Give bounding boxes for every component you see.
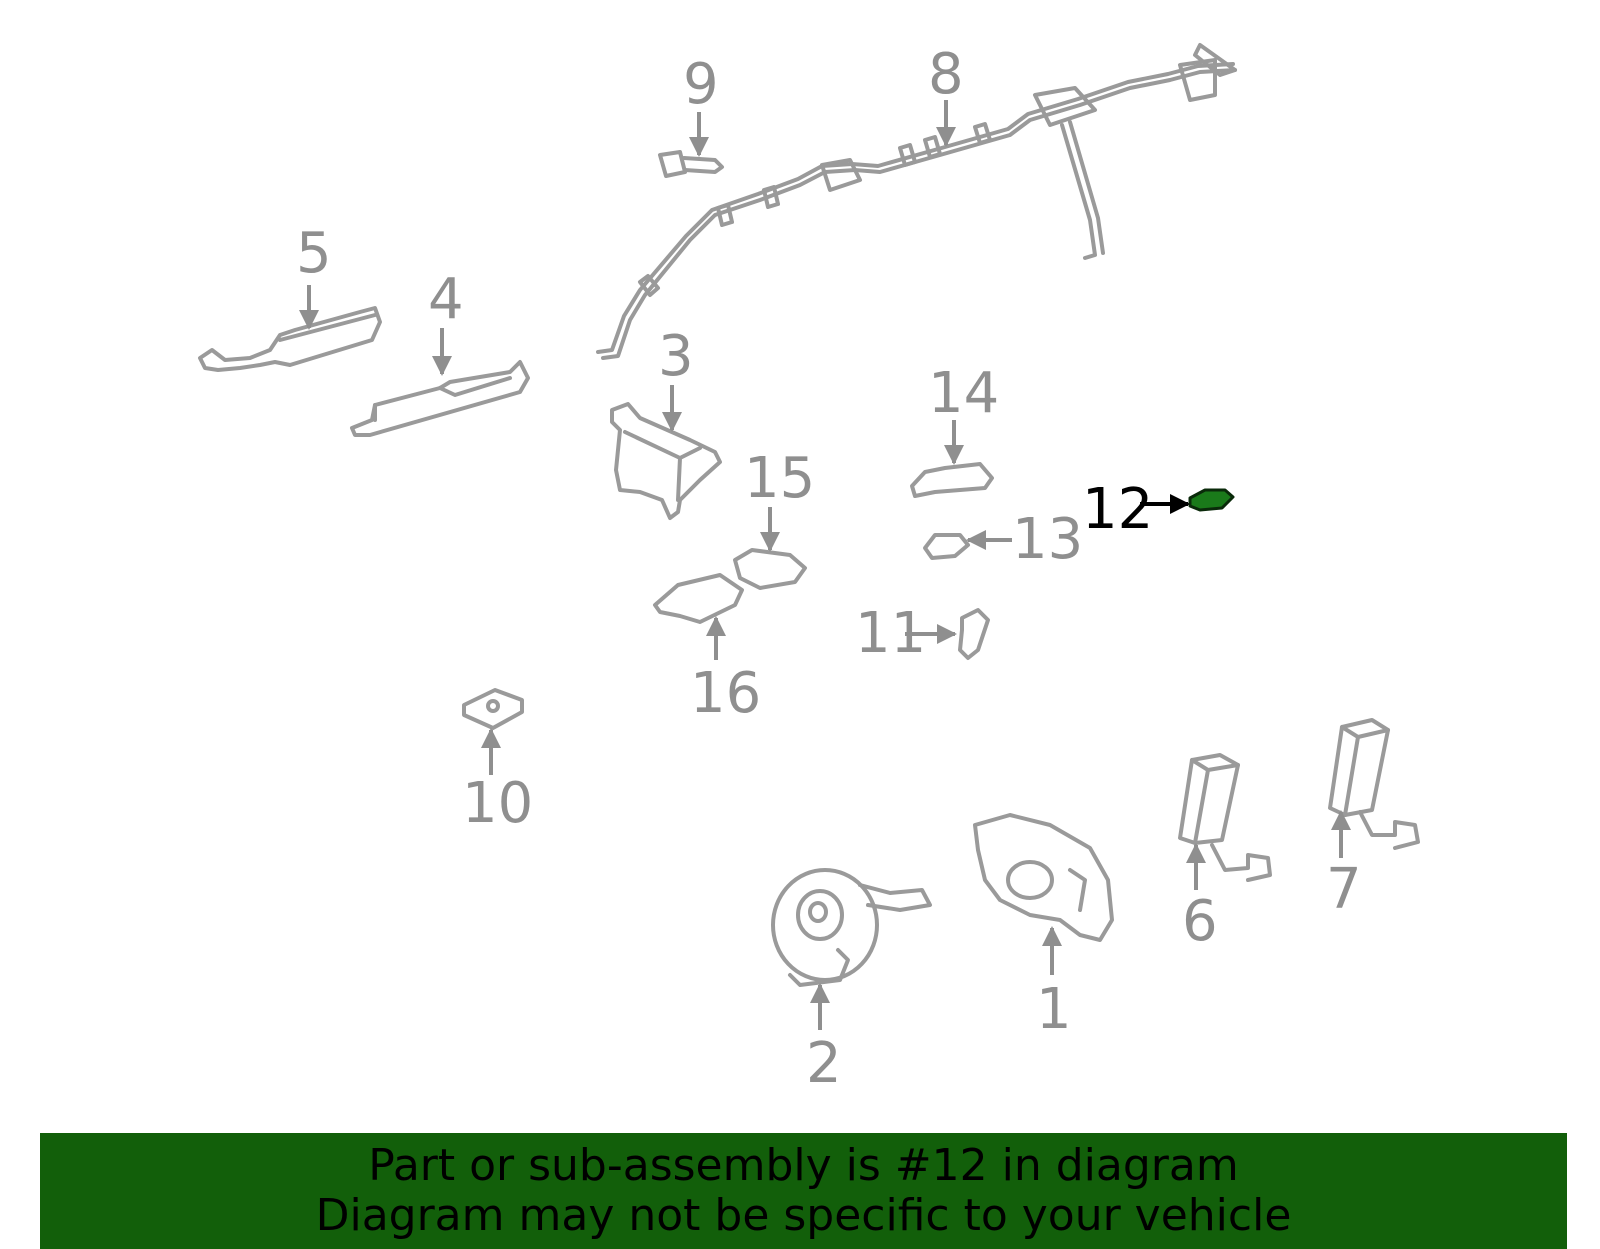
label-3: 3 (658, 324, 694, 389)
part-14-sensor[interactable] (910, 462, 994, 498)
label-7: 7 (1326, 857, 1362, 922)
label-2: 2 (806, 1031, 842, 1096)
part-8-harness[interactable] (596, 43, 1237, 360)
label-13: 13 (1012, 507, 1083, 572)
label-15: 15 (744, 446, 815, 511)
label-4: 4 (428, 267, 464, 332)
part-7-side-airbag[interactable] (1328, 718, 1420, 850)
part-2-clockspring[interactable] (771, 868, 932, 987)
part-15-sensor[interactable] (733, 548, 807, 590)
label-1: 1 (1036, 977, 1072, 1042)
part-16-sensor[interactable] (653, 573, 744, 624)
part-11-sensor[interactable] (958, 608, 990, 660)
label-16: 16 (690, 661, 761, 726)
part-12-sensor[interactable] (1188, 488, 1235, 512)
part-3-module[interactable] (610, 402, 722, 520)
label-6: 6 (1182, 889, 1218, 954)
part-4-bracket[interactable] (350, 360, 530, 437)
label-11: 11 (855, 601, 926, 666)
part-1-airbag[interactable] (973, 813, 1114, 942)
part-5-trim[interactable] (198, 306, 382, 372)
banner-line-1: Part or sub-assembly is #12 in diagram (368, 1140, 1239, 1191)
banner-line-2: Diagram may not be specific to your vehi… (315, 1190, 1292, 1241)
part-6-side-airbag[interactable] (1178, 753, 1272, 882)
label-10: 10 (462, 771, 533, 836)
label-9: 9 (683, 52, 719, 117)
parts-diagram: 8 9 5 4 3 14 15 16 1 (198, 42, 1420, 1096)
info-banner: Part or sub-assembly is #12 in diagram D… (40, 1133, 1567, 1249)
label-14: 14 (928, 361, 999, 426)
part-10-clip[interactable] (462, 688, 524, 730)
part-9-bolt[interactable] (658, 150, 724, 178)
label-5: 5 (296, 221, 332, 286)
label-12: 12 (1082, 477, 1153, 542)
part-13-sensor[interactable] (923, 533, 970, 560)
label-8: 8 (928, 42, 964, 107)
